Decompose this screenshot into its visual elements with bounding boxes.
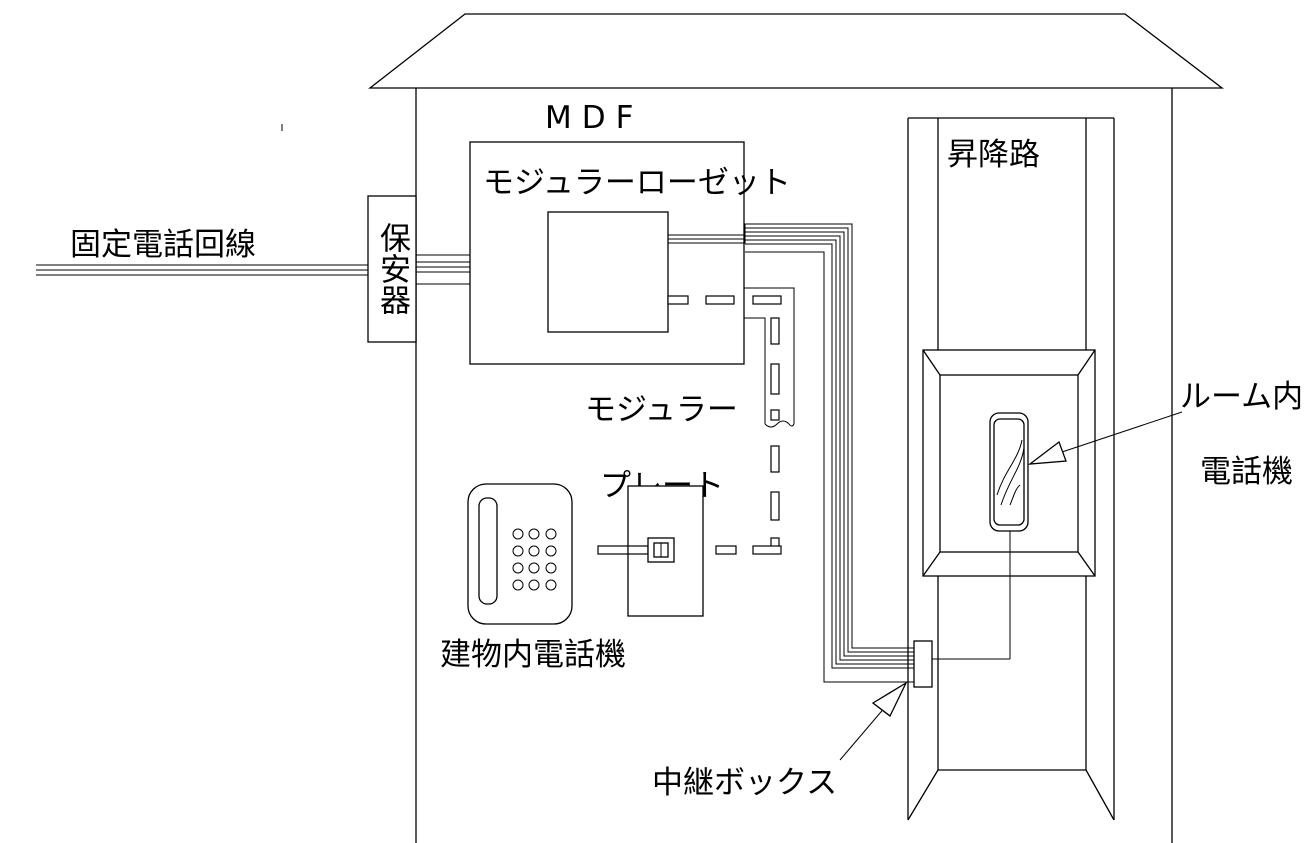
- modular-rosette-label: モジュラーローゼット: [483, 165, 791, 201]
- building-phone: [467, 483, 573, 625]
- relay-box-leader: [839, 705, 887, 761]
- relay-box-label: 中継ボックス: [652, 765, 837, 801]
- modular-jack: [597, 537, 675, 563]
- hoistway-label: 昇降路: [947, 137, 1040, 173]
- building-roof: [368, 13, 1224, 89]
- car-phone-label-line1: ルーム内: [1180, 379, 1303, 415]
- modular-plate-label-line1: モジュラー: [585, 392, 738, 428]
- keypad: [512, 528, 557, 591]
- fixed-phone-line: [36, 264, 370, 276]
- mdf-label: MDF: [545, 100, 643, 136]
- protector-label: 保安器: [374, 222, 411, 315]
- protector-box: [367, 195, 417, 343]
- relay-box-arrow: [871, 681, 908, 717]
- car-phone-leader: [1061, 411, 1183, 453]
- traveling-cable: [668, 223, 914, 683]
- building-internal-wire: [667, 287, 795, 555]
- relay-box: [913, 640, 933, 688]
- relay-to-car-phone-wire: [932, 531, 1011, 660]
- car-phone-arrow: [1027, 440, 1067, 465]
- modular-rosette: [547, 211, 669, 333]
- building-phone-label: 建物内電話機: [440, 637, 626, 673]
- fixed-phone-line-label: 固定電話回線: [70, 227, 256, 263]
- car-phone: [989, 412, 1029, 532]
- car-phone-label-line2: 電話機: [1200, 454, 1293, 490]
